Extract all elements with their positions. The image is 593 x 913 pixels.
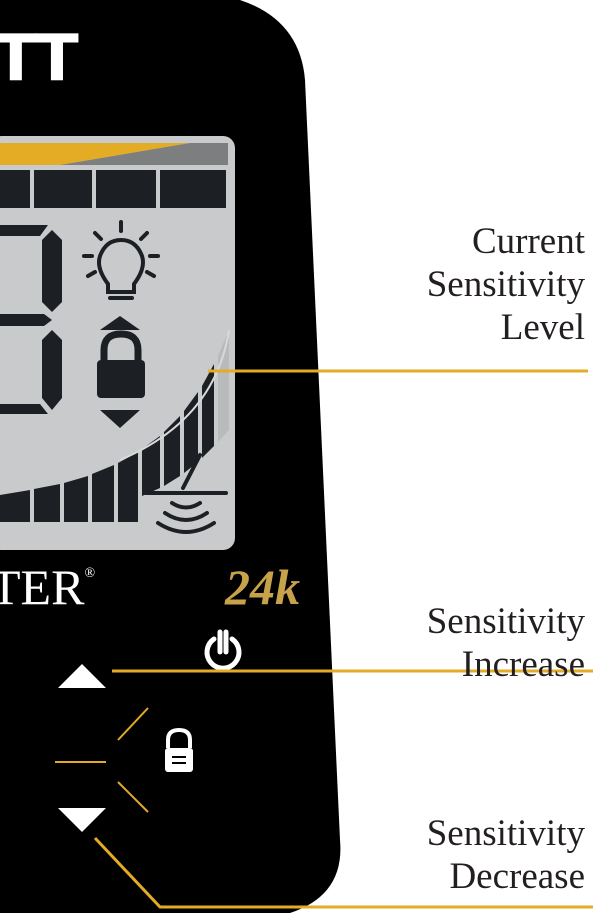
callout-line: Level <box>500 307 585 348</box>
sensitivity-segment <box>0 490 30 522</box>
pinpoint-lock-icon[interactable] <box>165 727 193 772</box>
model-suffix: 24k <box>225 559 300 615</box>
brand-logo-text: TT <box>0 22 79 96</box>
depth-segment-bar <box>0 170 226 208</box>
sensitivity-segment <box>34 484 60 522</box>
callout-line: Decrease <box>449 856 585 897</box>
sensitivity-increase-button[interactable] <box>58 664 106 688</box>
digit-segment-lower-right <box>42 330 62 410</box>
depth-segment <box>160 170 226 208</box>
callout-line: Increase <box>461 644 585 685</box>
digit-segment-top <box>0 225 48 236</box>
leader-sensitivity-decrease <box>93 836 593 909</box>
sensitivity-decrease-button[interactable] <box>58 808 106 832</box>
callout-line: Sensitivity <box>426 813 585 854</box>
callout-sensitivity-increase: Sensitivity Increase <box>427 600 585 686</box>
power-icon[interactable] <box>204 629 242 671</box>
depth-segment <box>0 170 30 208</box>
model-name-text: TER <box>0 559 85 615</box>
callout-line: Current <box>471 221 585 262</box>
depth-segment <box>34 170 92 208</box>
digit-segment-bottom <box>0 404 48 414</box>
button-separator-lines <box>55 707 149 813</box>
callout-leader-lines <box>93 369 593 909</box>
lcd-top-stripe-gold <box>0 143 190 165</box>
lock-icon <box>97 330 145 398</box>
sensitivity-segment <box>92 465 114 522</box>
digit-segment-middle <box>0 314 52 326</box>
depth-segment <box>96 170 156 208</box>
lcd-curve <box>119 329 230 461</box>
sensitivity-segment-unlit <box>218 330 229 442</box>
model-name: TER® <box>0 558 95 616</box>
callout-sensitivity-decrease: Sensitivity Decrease <box>427 812 585 898</box>
arrow-down-icon <box>100 410 140 428</box>
lcd-top-stripe-grey <box>60 143 228 165</box>
arrow-up-icon <box>100 316 140 330</box>
backlight-bulb-icon <box>82 220 160 300</box>
sensitivity-segment <box>118 452 138 522</box>
registered-mark: ® <box>84 566 96 581</box>
callout-current-sensitivity-level: Current Sensitivity Level <box>427 220 585 349</box>
search-coil-icon <box>144 453 228 534</box>
sensitivity-segment <box>202 364 214 458</box>
sensitivity-segment <box>184 392 198 473</box>
digit-segment-upper-right <box>42 230 62 312</box>
sensitivity-segment <box>142 436 160 496</box>
sensitivity-segment <box>64 476 88 522</box>
seven-segment-digit <box>0 225 62 414</box>
callout-line: Sensitivity <box>426 264 585 305</box>
callout-line: Sensitivity <box>426 601 585 642</box>
